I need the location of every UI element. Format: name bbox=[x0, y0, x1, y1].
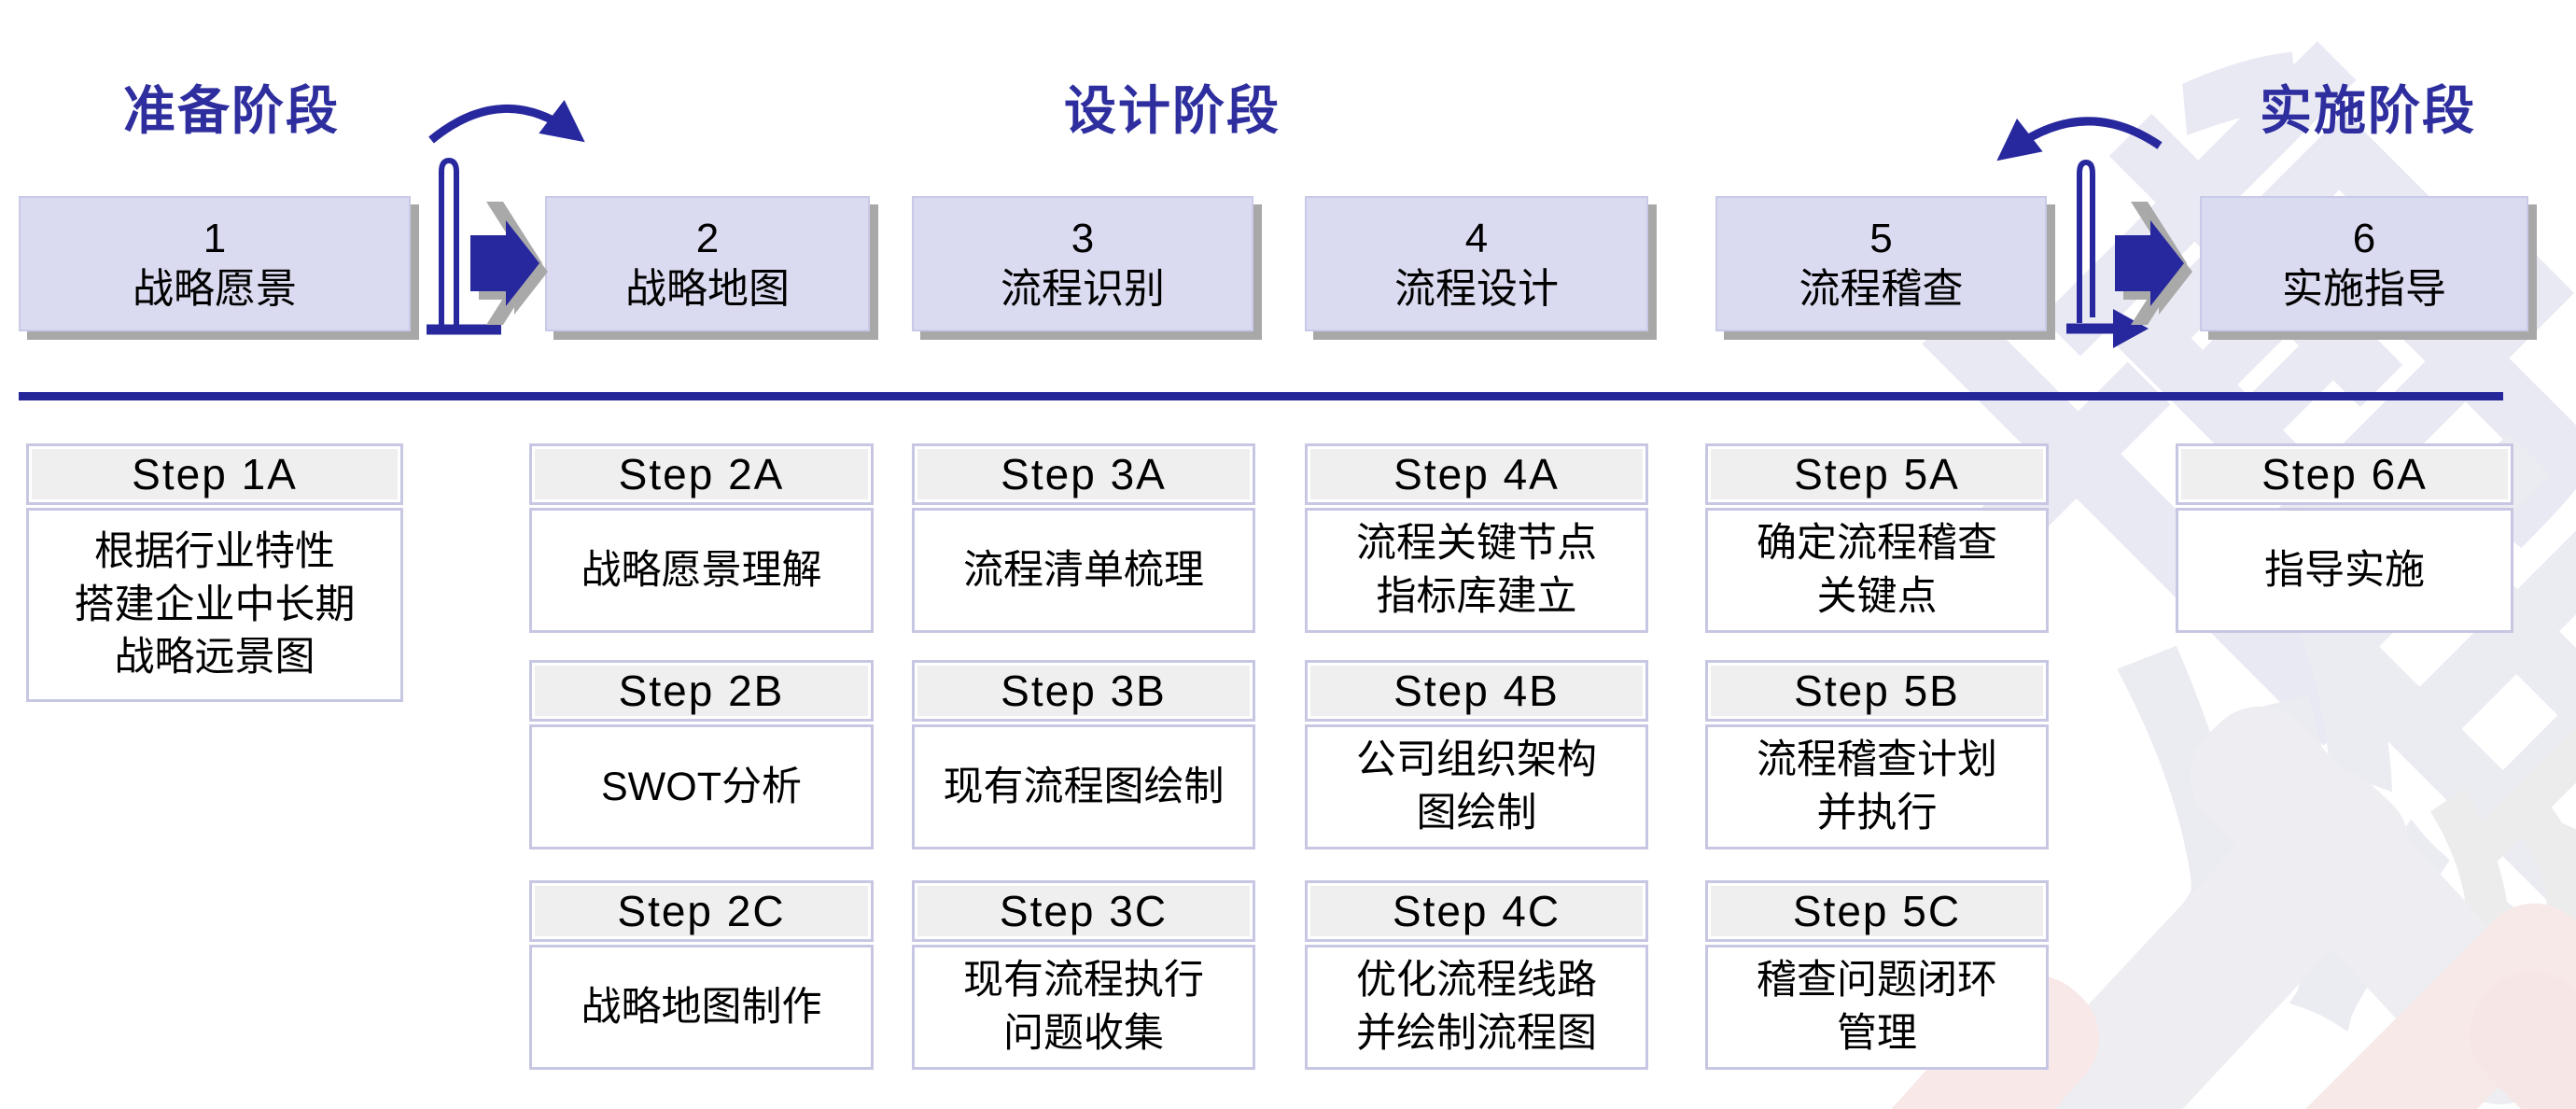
main-step-box-3: 3 流程识别 bbox=[912, 196, 1253, 331]
substep-header-5b: Step 5B bbox=[1705, 660, 2049, 722]
flow-arrow-1-icon bbox=[470, 220, 539, 306]
substep-body-3c: 现有流程执行 问题收集 bbox=[912, 945, 1255, 1070]
watermark-shape bbox=[2445, 948, 2576, 1109]
connector-foot-arrowhead bbox=[2113, 309, 2149, 348]
phase-label-design: 设计阶段 bbox=[1064, 81, 1281, 140]
substep-body-2a: 战略愿景理解 bbox=[529, 508, 874, 633]
phase-label-implementation: 实施阶段 bbox=[2260, 81, 2476, 140]
substep-header-6a: Step 6A bbox=[2176, 443, 2513, 505]
main-step-label: 实施指导 bbox=[2282, 265, 2446, 312]
main-step-label: 战略愿景 bbox=[133, 265, 297, 312]
substep-body-4b: 公司组织架构 图绘制 bbox=[1305, 724, 1648, 849]
main-step-box-1: 1 战略愿景 bbox=[19, 196, 411, 331]
connector-bracket-right bbox=[2077, 159, 2095, 323]
substep-body-5b: 流程稽查计划 并执行 bbox=[1705, 724, 2049, 849]
main-step-number: 4 bbox=[1464, 215, 1489, 261]
substep-header-1a: Step 1A bbox=[26, 443, 403, 505]
main-step-label: 流程识别 bbox=[1001, 265, 1165, 312]
flow-arrow-2-shadow bbox=[2131, 202, 2187, 325]
substep-body-3a: 流程清单梳理 bbox=[912, 508, 1255, 633]
substep-header-4a: Step 4A bbox=[1305, 443, 1648, 505]
substep-body-4a: 流程关键节点 指标库建立 bbox=[1305, 508, 1648, 633]
substep-header-5a: Step 5A bbox=[1705, 443, 2049, 505]
substep-body-1a: 根据行业特性 搭建企业中长期 战略远景图 bbox=[26, 508, 403, 702]
substep-body-5c: 稽查问题闭环 管理 bbox=[1705, 945, 2049, 1070]
main-step-label: 流程设计 bbox=[1394, 265, 1559, 312]
substep-body-2b: SWOT分析 bbox=[529, 724, 874, 849]
main-step-label: 战略地图 bbox=[625, 265, 790, 312]
substep-body-6a: 指导实施 bbox=[2176, 508, 2513, 633]
substep-header-2b: Step 2B bbox=[529, 660, 874, 722]
substep-body-5a: 确定流程稽查 关键点 bbox=[1705, 508, 2049, 633]
substep-body-4c: 优化流程线路 并绘制流程图 bbox=[1305, 945, 1648, 1070]
flow-arrow-2-shadow bbox=[2123, 229, 2192, 315]
substep-body-3b: 现有流程图绘制 bbox=[912, 724, 1255, 849]
substep-header-3c: Step 3C bbox=[912, 880, 1255, 942]
substep-header-2a: Step 2A bbox=[529, 443, 874, 505]
substep-header-3a: Step 3A bbox=[912, 443, 1255, 505]
watermark-shape bbox=[2223, 879, 2576, 1109]
main-step-number: 3 bbox=[1071, 215, 1095, 261]
main-step-box-2: 2 战略地图 bbox=[545, 196, 870, 331]
main-step-box-6: 6 实施指导 bbox=[2200, 196, 2528, 331]
substep-header-4c: Step 4C bbox=[1305, 880, 1648, 942]
substep-header-3b: Step 3B bbox=[912, 660, 1255, 722]
flow-arrow-1-shadow bbox=[479, 229, 548, 315]
flow-arrow-1-shadow bbox=[486, 202, 542, 325]
main-step-number: 2 bbox=[695, 215, 720, 261]
main-step-label: 流程稽查 bbox=[1799, 265, 1964, 312]
loop-arrow-left-icon bbox=[1996, 117, 2163, 161]
main-step-box-4: 4 流程设计 bbox=[1305, 196, 1648, 331]
loop-arrow-right-icon bbox=[428, 100, 585, 144]
main-step-number: 5 bbox=[1869, 215, 1893, 261]
connector-bracket-left bbox=[439, 157, 459, 330]
watermark-shape bbox=[2166, 683, 2576, 1109]
section-divider-line bbox=[19, 392, 2503, 400]
main-step-number: 6 bbox=[2352, 215, 2376, 261]
substep-header-5c: Step 5C bbox=[1705, 880, 2049, 942]
main-step-box-5: 5 流程稽查 bbox=[1715, 196, 2047, 331]
substep-header-2c: Step 2C bbox=[529, 880, 874, 942]
watermark-glyph: 咨 bbox=[2291, 649, 2576, 1109]
flow-arrow-2-icon bbox=[2115, 220, 2184, 306]
substep-header-4b: Step 4B bbox=[1305, 660, 1648, 722]
phase-label-preparation: 准备阶段 bbox=[123, 81, 340, 140]
substep-body-2c: 战略地图制作 bbox=[529, 945, 874, 1070]
main-step-number: 1 bbox=[203, 215, 227, 261]
